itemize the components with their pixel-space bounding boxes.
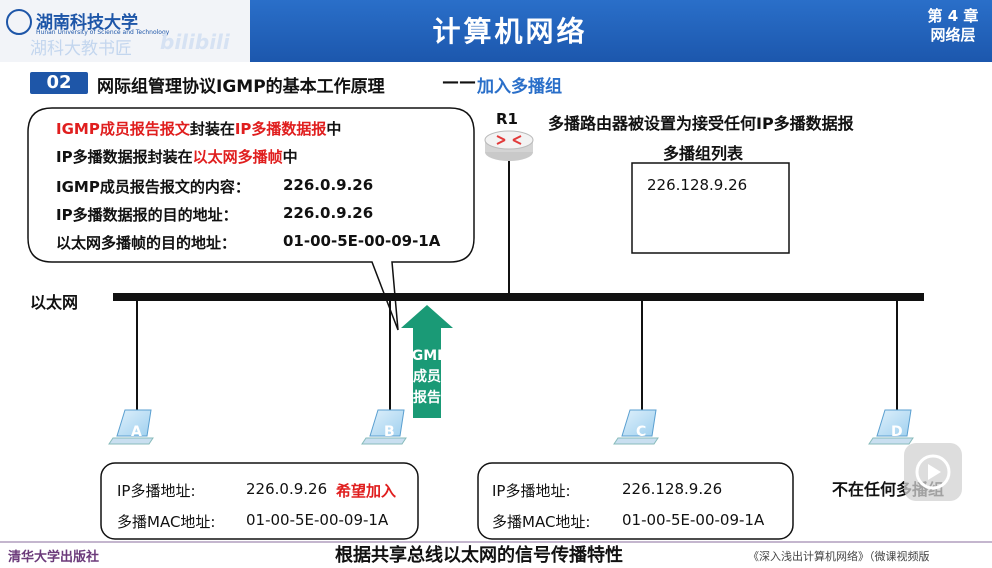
igmp-packet-line-3: 报告 <box>413 390 441 406</box>
host-c-mac-value: 01-00-5E-00-09-1A <box>622 511 765 529</box>
callout-line-5-value: 01-00-5E-00-09-1A <box>283 232 441 250</box>
callout-line-2-red: 以太网多播帧 <box>192 148 283 166</box>
callout-line-4-value: 226.0.9.26 <box>283 204 374 222</box>
host-d-label: D <box>891 424 903 440</box>
play-button[interactable] <box>904 443 962 501</box>
router-icon <box>484 130 534 161</box>
multicast-list-title: 多播组列表 <box>663 144 744 163</box>
publisher-logo: 清华大学出版社 <box>8 550 100 565</box>
host-b-join-status: 希望加入 <box>336 482 397 500</box>
host-b-mac-value: 01-00-5E-00-09-1A <box>246 511 389 529</box>
chapter-number: 第 4 章 <box>927 7 979 25</box>
ethernet-label: 以太网 <box>30 293 79 312</box>
igmp-packet-line-2: 成员 <box>413 369 441 385</box>
callout-line-5-label: 以太网多播帧的目的地址： <box>56 234 237 252</box>
router-description: 多播路由器被设置为接受任何IP多播数据报 <box>548 114 854 133</box>
callout-line-2: IP多播数据报封装在以太网多播帧中 <box>56 146 298 167</box>
chapter-name: 网络层 <box>930 26 976 44</box>
host-b-mac-label: 多播MAC地址: <box>117 513 216 531</box>
host-c-mac-label: 多播MAC地址: <box>492 513 591 531</box>
school-name: 湖南科技大学 <box>36 13 138 33</box>
ethernet-bus <box>113 293 924 301</box>
host-a-laptop-icon <box>108 409 154 445</box>
host-b-info-box <box>100 462 419 540</box>
callout-line-4-label: IP多播数据报的目的地址： <box>56 206 238 224</box>
router-label: R1 <box>496 110 518 128</box>
multicast-list-entry: 226.128.9.26 <box>647 176 748 194</box>
page-title: 计算机网络 <box>432 15 588 48</box>
host-b-ip-label: IP多播地址: <box>117 482 196 500</box>
callout-line-1-mid: 封装在 <box>189 120 235 138</box>
school-name-en: Hunan University of Science and Technolo… <box>36 29 170 36</box>
video-subtitle: 根据共享总线以太网的信号传播特性 <box>335 545 623 566</box>
section-number-badge: 02 <box>30 72 88 94</box>
callout-line-2-end: 中 <box>282 148 298 166</box>
host-c-ip-label: IP多播地址: <box>492 482 571 500</box>
chapter-badge: 第 4 章 网络层 <box>920 7 986 45</box>
book-title: 《深入浅出计算机网络》（微课视频版 <box>748 550 930 563</box>
host-c-info-box <box>477 462 794 540</box>
host-b-ip-value: 226.0.9.26 <box>246 480 328 498</box>
logo-block <box>0 0 250 62</box>
watermark-channel: 湖科大教书匠 <box>30 39 132 59</box>
host-b-laptop-icon <box>361 409 407 445</box>
play-icon <box>915 454 951 490</box>
host-c-label: C <box>636 424 647 440</box>
igmp-report-packet: IGMP 成员 报告 <box>404 346 450 409</box>
callout-line-1-red-b: IP多播数据报 <box>234 120 327 138</box>
callout-line-1-end: 中 <box>326 120 342 138</box>
host-b-label: B <box>384 424 395 440</box>
section-title: 网际组管理协议IGMP的基本工作原理 <box>97 77 385 97</box>
host-d-laptop-icon <box>868 409 914 445</box>
watermark-bilibili: bilibili <box>160 30 230 54</box>
host-c-laptop-icon <box>613 409 659 445</box>
igmp-packet-line-1: IGMP <box>406 348 448 364</box>
school-seal-icon <box>6 9 32 35</box>
igmp-report-arrow <box>401 305 453 418</box>
multicast-group-list-box <box>631 162 790 254</box>
host-c-ip-value: 226.128.9.26 <box>622 480 723 498</box>
host-a-label: A <box>131 424 142 440</box>
section-subtitle: 加入多播组 <box>477 77 562 97</box>
callout-line-1: IGMP成员报告报文封装在IP多播数据报中 <box>56 118 341 139</box>
callout-line-3-label: IGMP成员报告报文的内容： <box>56 178 250 196</box>
section-dash: —— <box>442 72 476 92</box>
callout-line-3-value: 226.0.9.26 <box>283 176 374 194</box>
callout-line-1-red-a: IGMP成员报告报文 <box>56 120 190 138</box>
callout-line-2-start: IP多播数据报封装在 <box>56 148 193 166</box>
